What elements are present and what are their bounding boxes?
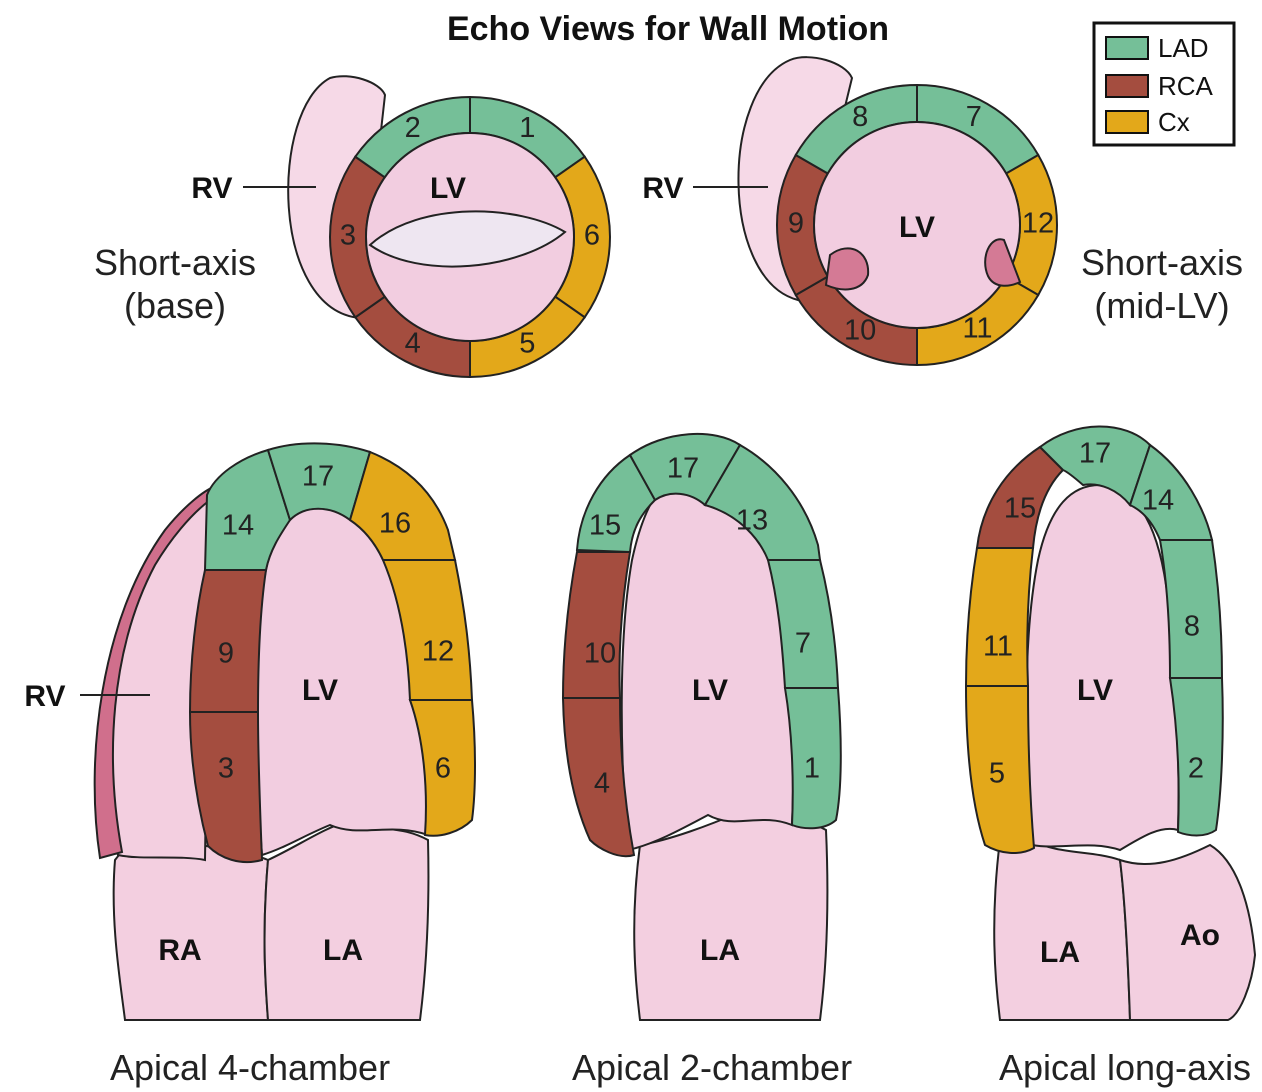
alax-segment-15-label: 15 <box>1004 493 1036 525</box>
sa-mid-segment-9-label: 9 <box>788 208 804 240</box>
a2c-segment-10 <box>563 552 630 698</box>
short-axis-base-view: 1 6 5 4 3 2 LV RV Short-axis (base) <box>94 76 610 377</box>
a4c-segment-12-label: 12 <box>422 636 454 668</box>
sa-mid-segment-8-label: 8 <box>852 101 868 133</box>
a4c-segment-3-label: 3 <box>218 753 234 785</box>
alax-la-label: LA <box>1040 936 1080 969</box>
alax-lv-cavity <box>1026 485 1178 850</box>
apical-long-axis-view: 15 17 14 8 2 11 5 LV LA Ao Apical long-axis <box>966 426 1255 1088</box>
a4c-segment-6-label: 6 <box>435 753 451 785</box>
sa-base-segment-3-label: 3 <box>340 220 356 252</box>
sa-base-caption-line1: Short-axis <box>94 242 256 283</box>
sa-base-lv-label: LV <box>430 172 466 205</box>
sa-base-segment-4-label: 4 <box>405 327 421 359</box>
legend-label-lad: LAD <box>1158 33 1209 63</box>
a2c-segment-10-label: 10 <box>584 638 616 670</box>
a2c-caption: Apical 2-chamber <box>572 1047 852 1088</box>
a2c-segment-13-label: 13 <box>736 505 768 537</box>
apical-2-chamber-view: 15 17 13 7 1 10 4 LV LA Apical 2-chamber <box>563 434 852 1088</box>
alax-segment-5-label: 5 <box>989 758 1005 790</box>
a4c-la-chamber <box>265 820 429 1020</box>
a2c-segment-17-label: 17 <box>667 453 699 485</box>
a4c-segment-16-label: 16 <box>379 508 411 540</box>
sa-base-caption-line2: (base) <box>124 285 226 326</box>
a4c-rv-label: RV <box>24 680 65 713</box>
a2c-la-label: LA <box>700 934 740 967</box>
a2c-segment-15-label: 15 <box>589 510 621 542</box>
alax-segment-2-label: 2 <box>1188 753 1204 785</box>
sa-base-segment-5-label: 5 <box>519 327 535 359</box>
a4c-la-label: LA <box>323 934 363 967</box>
apical-4-chamber-view: 14 17 16 12 6 9 3 LV RA LA RV Apical 4-chamber <box>24 443 475 1088</box>
legend-label-cx: Cx <box>1158 107 1190 137</box>
alax-segment-8-label: 8 <box>1184 611 1200 643</box>
a4c-caption: Apical 4-chamber <box>110 1047 390 1088</box>
a2c-segment-4-label: 4 <box>594 768 610 800</box>
sa-mid-segment-10-label: 10 <box>844 314 876 346</box>
sa-mid-segment-7-label: 7 <box>966 101 982 133</box>
legend-label-rca: RCA <box>1158 71 1214 101</box>
papillary-muscle-left-icon <box>826 248 868 289</box>
alax-la-chamber <box>994 840 1130 1020</box>
sa-base-segment-2-label: 2 <box>405 112 421 144</box>
a2c-segment-1-label: 1 <box>804 753 820 785</box>
a2c-segment-7-label: 7 <box>795 628 811 660</box>
alax-caption: Apical long-axis <box>999 1047 1251 1088</box>
cx-swatch <box>1106 111 1148 133</box>
sa-base-rv-label: RV <box>191 172 232 205</box>
sa-base-segment-1-label: 1 <box>519 112 535 144</box>
legend-item-lad: LAD <box>1106 33 1209 63</box>
a4c-lv-label: LV <box>302 674 338 707</box>
legend-item-rca: RCA <box>1106 71 1214 101</box>
alax-segment-14-label: 14 <box>1142 485 1174 517</box>
a4c-ra-label: RA <box>158 934 201 967</box>
lad-swatch <box>1106 37 1148 59</box>
a4c-segment-17-label: 17 <box>302 461 334 493</box>
sa-mid-segment-12-label: 12 <box>1022 208 1054 240</box>
legend-item-cx: Cx <box>1106 107 1190 137</box>
alax-ao-label: Ao <box>1180 919 1220 952</box>
sa-mid-caption-line2: (mid-LV) <box>1094 285 1229 326</box>
sa-mid-segment-11-label: 11 <box>962 312 992 344</box>
sa-mid-rv-label: RV <box>642 172 683 205</box>
a2c-la-chamber <box>634 812 827 1020</box>
alax-segment-11-label: 11 <box>983 631 1013 663</box>
alax-lv-label: LV <box>1077 674 1113 707</box>
alax-segment-8 <box>1160 540 1222 678</box>
rca-swatch <box>1106 75 1148 97</box>
legend: LAD RCA Cx <box>1094 23 1234 145</box>
a2c-lv-label: LV <box>692 674 728 707</box>
sa-mid-caption-line1: Short-axis <box>1081 242 1243 283</box>
sa-base-segment-6-label: 6 <box>584 220 600 252</box>
figure-title: Echo Views for Wall Motion <box>447 10 889 48</box>
alax-segment-17-label: 17 <box>1079 438 1111 470</box>
alax-segment-11 <box>966 548 1033 686</box>
a4c-segment-14-label: 14 <box>222 510 254 542</box>
sa-mid-lv-label: LV <box>899 211 935 244</box>
a4c-segment-9-label: 9 <box>218 638 234 670</box>
